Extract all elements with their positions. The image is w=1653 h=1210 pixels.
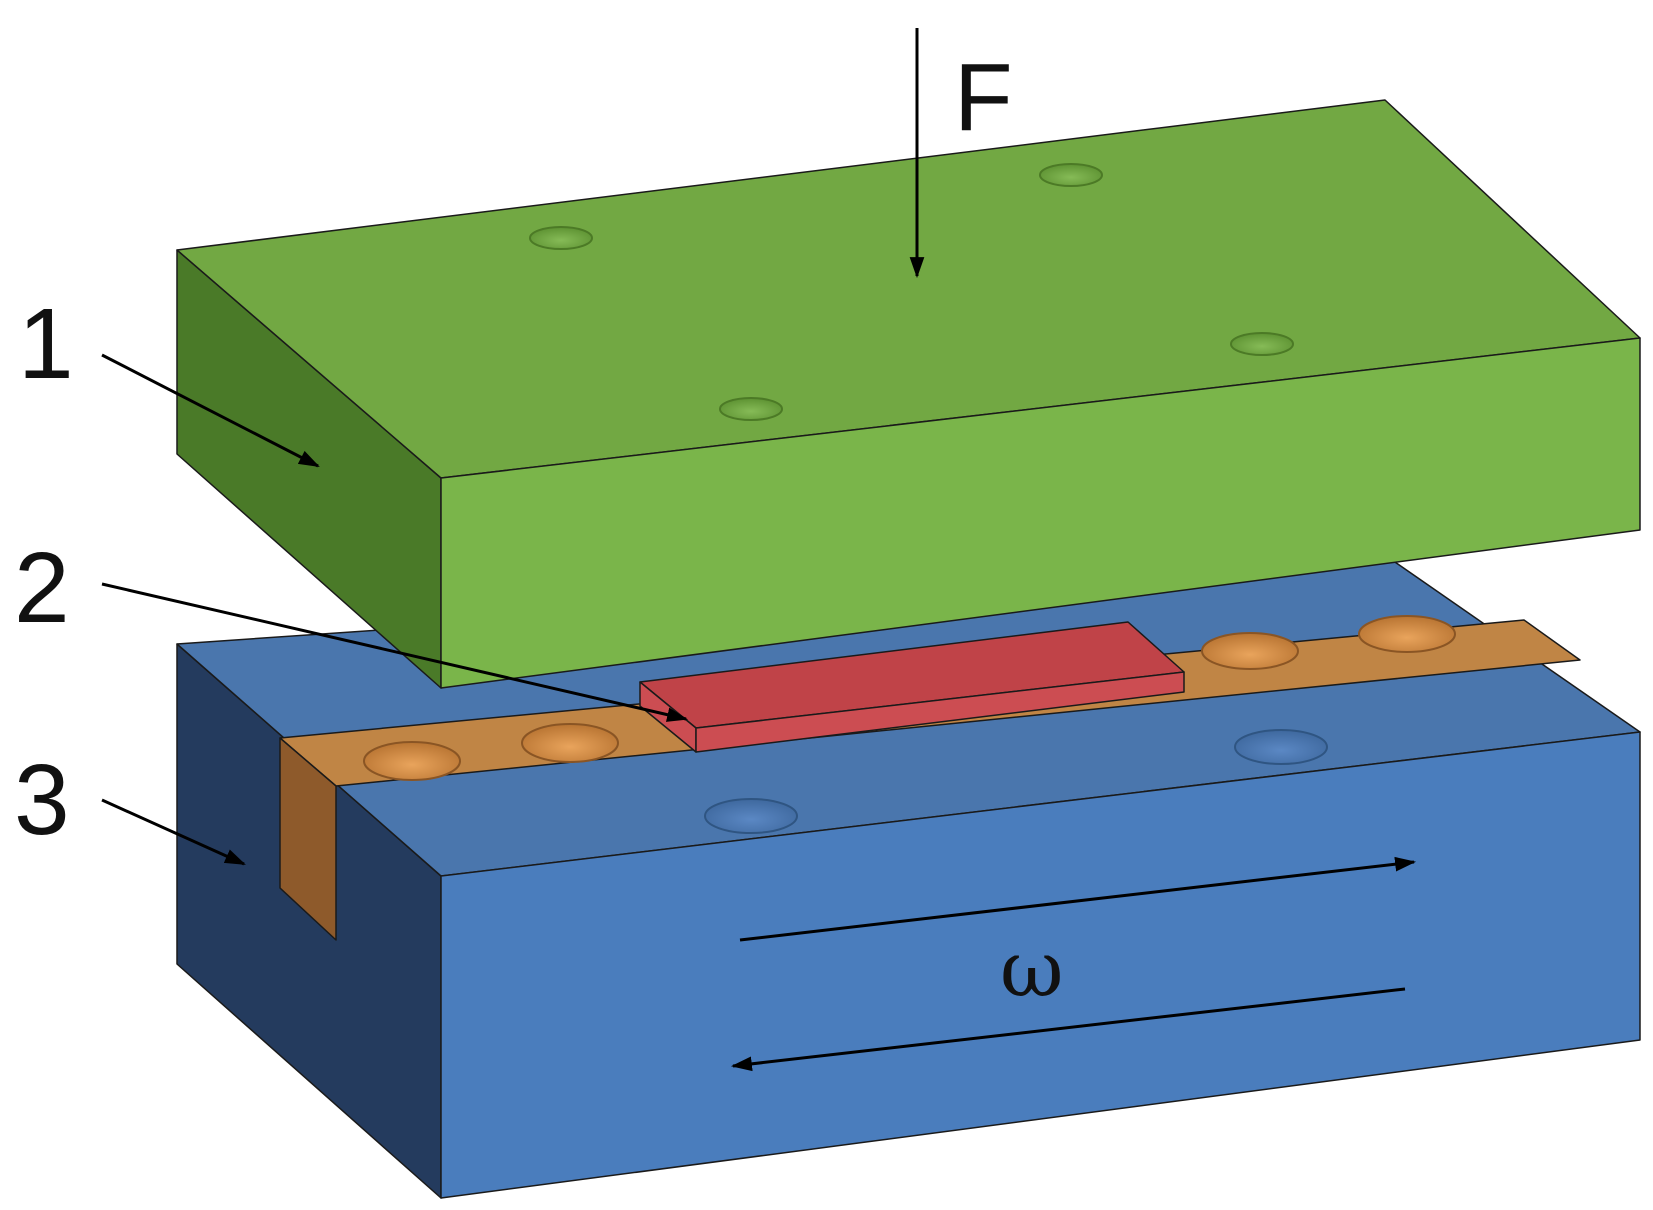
upper-block xyxy=(176,99,1641,689)
upper-block-holes xyxy=(529,163,1294,421)
lower-block-hole xyxy=(1234,729,1328,765)
part-label-2: 2 xyxy=(14,532,70,644)
upper-block-hole xyxy=(719,397,783,421)
lower-block-hole xyxy=(704,798,798,834)
insert-hole xyxy=(1358,615,1456,653)
part-label-3: 3 xyxy=(14,744,70,856)
insert-hole xyxy=(363,741,461,781)
force-label: F xyxy=(954,44,1013,151)
annotation-arrows xyxy=(101,28,1417,1072)
upper-block-hole xyxy=(529,226,593,250)
oscillation-arrow-forward xyxy=(739,856,1417,942)
copper-insert-end-face xyxy=(279,737,337,941)
leader-arrow-2 xyxy=(101,582,689,722)
oscillation-arrow-backward xyxy=(730,987,1406,1072)
upper-block-front-face xyxy=(440,337,1641,689)
oscillation-label: ω xyxy=(1000,925,1064,1015)
insert-holes xyxy=(363,615,1456,781)
leader-arrow-1 xyxy=(101,353,320,468)
upper-block-hole xyxy=(1039,163,1103,187)
insert-hole xyxy=(1201,632,1299,670)
lower-block xyxy=(176,559,1641,1199)
part-label-1: 1 xyxy=(18,288,74,400)
specimen-long-face xyxy=(695,671,1185,753)
insert-hole xyxy=(521,723,619,763)
lower-block-front-face xyxy=(440,731,1641,1199)
leader-arrow-3 xyxy=(101,798,246,866)
lower-block-holes xyxy=(704,729,1328,834)
upper-block-hole xyxy=(1230,332,1294,356)
